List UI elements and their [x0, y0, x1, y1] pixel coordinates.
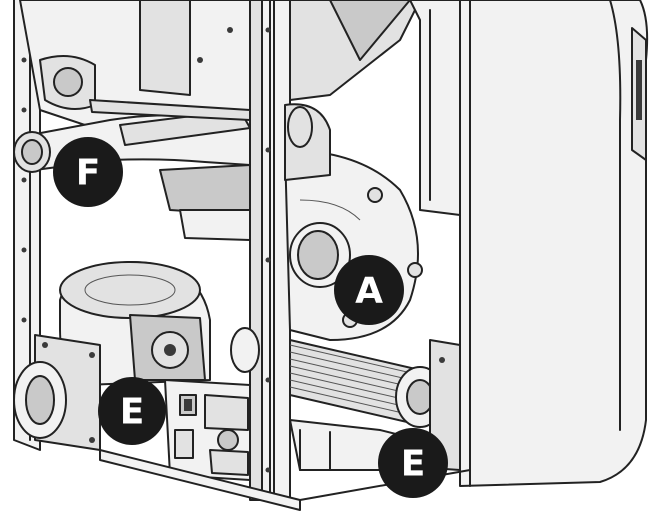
central-posts [249, 0, 291, 501]
callout-a-label: A [355, 271, 383, 312]
callout-f: F [53, 137, 123, 207]
callout-e-left-label: E [120, 392, 145, 433]
callout-f-label: F [76, 153, 101, 194]
pellet-chute [289, 0, 461, 216]
control-board [164, 379, 251, 481]
callout-a: A [334, 255, 404, 325]
combustion-fan-left [13, 261, 211, 451]
stove-casing [459, 0, 649, 487]
callout-e-right-label: E [401, 444, 426, 485]
callout-e-left: E [98, 377, 166, 445]
callout-e-right: E [378, 428, 448, 498]
